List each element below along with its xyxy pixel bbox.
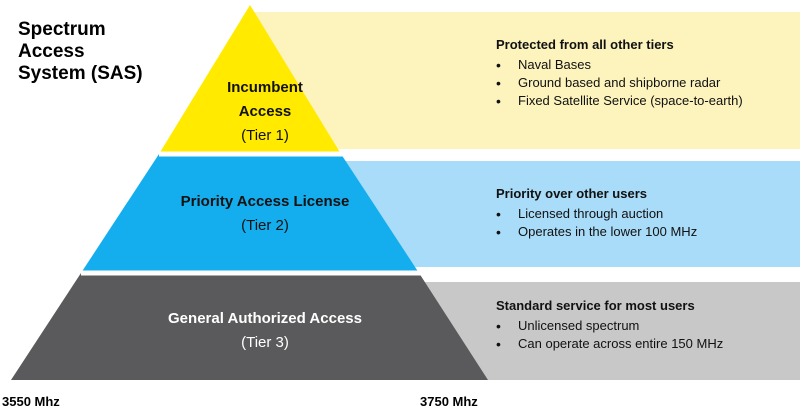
tier-2-name: Priority Access License [180,193,350,210]
tier-1-bullet-list: Naval Bases Ground based and shipborne r… [496,56,743,110]
tier-2-panel-heading: Priority over other users [496,186,647,201]
diagram-title: Spectrum Access System (SAS) [18,19,198,85]
tier-3-bullet-item: Unlicensed spectrum [496,317,723,335]
tier-2-bullet-item: Operates in the lower 100 MHz [496,223,697,241]
tier-2-number: (Tier 2) [241,217,289,234]
tier-2-label: Priority Access License (Tier 2) [140,190,390,238]
tier-3-label: General Authorized Access (Tier 3) [110,307,420,355]
tier-1-bullet-item: Fixed Satellite Service (space-to-earth) [496,92,743,110]
diagram-title-line-3: System (SAS) [18,63,143,84]
frequency-end-label: 3750 Mhz [420,394,478,409]
tier-1-bullet-item: Ground based and shipborne radar [496,74,743,92]
tier-2-panel-content: Priority over other users Licensed throu… [496,185,697,241]
tier-1-name-line-1: Incumbent [227,79,303,96]
tier-1-pyramid-section [159,5,341,154]
tier-1-bullet-item: Naval Bases [496,56,743,74]
tier-3-panel-content: Standard service for most users Unlicens… [496,297,723,353]
tier-3-bullet-item: Can operate across entire 150 MHz [496,335,723,353]
diagram-title-line-2: Access [18,41,85,62]
tier-2-bullet-list: Licensed through auction Operates in the… [496,205,697,241]
tier-2-pyramid-section [81,154,419,273]
tier-3-pyramid-section [11,273,488,380]
tier-1-panel-heading: Protected from all other tiers [496,37,674,52]
tier-3-number: (Tier 3) [241,334,289,351]
tier-2-bullet-item: Licensed through auction [496,205,697,223]
tier-1-number: (Tier 1) [241,127,289,144]
diagram-title-line-1: Spectrum [18,19,106,40]
tier-3-panel-heading: Standard service for most users [496,298,695,313]
tier-1-label: Incumbent Access (Tier 1) [180,76,350,148]
frequency-start-label: 3550 Mhz [2,394,60,409]
tier-3-name: General Authorized Access [168,310,362,327]
tier-1-name-line-2: Access [238,103,292,120]
tier-1-panel-content: Protected from all other tiers Naval Bas… [496,36,743,110]
tier-3-bullet-list: Unlicensed spectrum Can operate across e… [496,317,723,353]
